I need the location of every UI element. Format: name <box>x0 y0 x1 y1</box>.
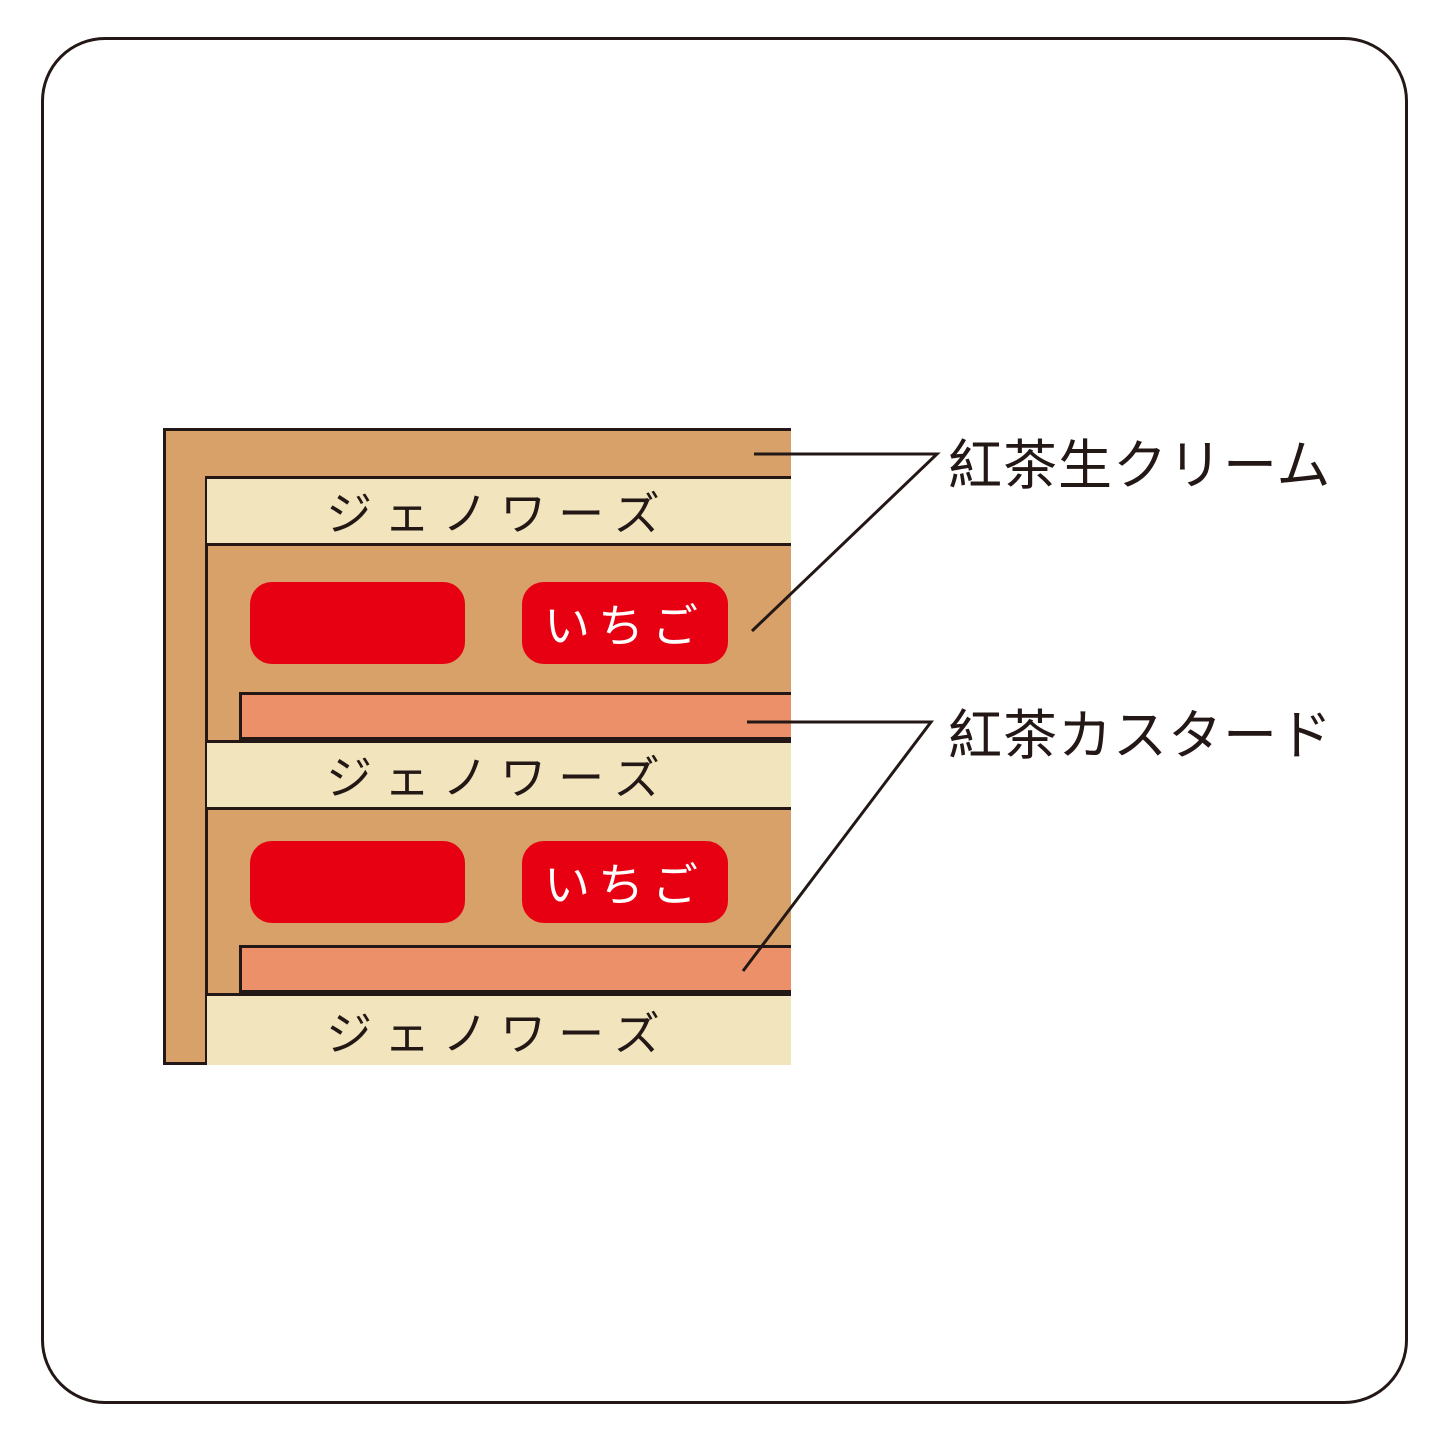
strawberry-piece-1 <box>250 582 465 664</box>
genoise-layer-1: ジェノワーズ <box>207 476 791 546</box>
strawberry-label-1: いちご <box>544 600 706 652</box>
strawberry-piece-3 <box>250 841 465 923</box>
strawberry-piece-2: いちご <box>522 582 728 664</box>
label-tea-custard: 紅茶カスタード <box>948 706 1333 766</box>
genoise-layer-2: ジェノワーズ <box>207 740 791 810</box>
genoise-label-2: ジェノワーズ <box>326 752 672 804</box>
genoise-label-3: ジェノワーズ <box>326 1007 672 1060</box>
strawberry-label-2: いちご <box>544 859 706 911</box>
strawberry-piece-4: いちご <box>522 841 728 923</box>
genoise-label-1: ジェノワーズ <box>326 488 672 540</box>
tea-custard-layer-2 <box>239 945 791 993</box>
rounded-frame <box>41 37 1408 1404</box>
genoise-layer-3: ジェノワーズ <box>207 993 791 1065</box>
tea-custard-layer-1 <box>239 692 791 740</box>
cream-inner-divider <box>205 476 208 1063</box>
label-tea-cream: 紅茶生クリーム <box>948 436 1332 496</box>
